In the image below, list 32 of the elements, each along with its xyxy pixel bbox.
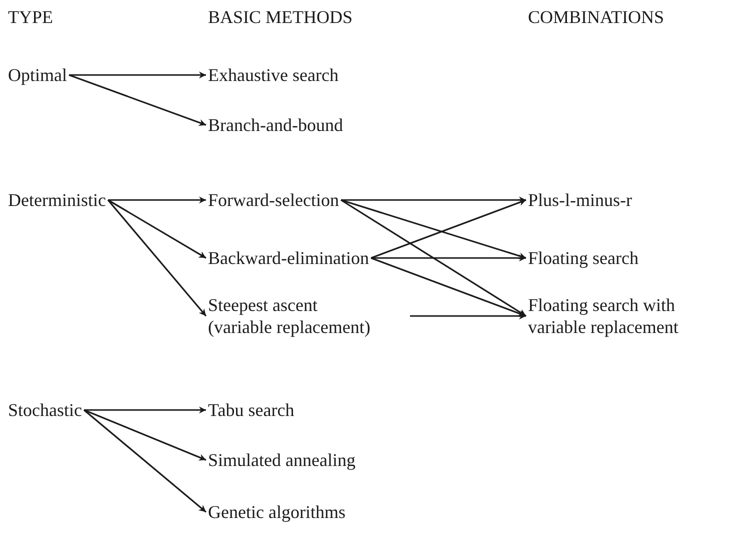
arrow xyxy=(68,74,206,126)
arrow xyxy=(410,312,526,320)
arrow xyxy=(340,199,526,260)
arrow xyxy=(340,199,526,317)
arrow xyxy=(84,406,206,414)
arrow xyxy=(370,199,526,259)
method-label: Tabu search xyxy=(208,399,294,421)
method-label: Genetic algorithms xyxy=(208,501,346,523)
column-heading: BASIC METHODS xyxy=(208,6,353,28)
arrow xyxy=(341,196,526,204)
arrow xyxy=(108,196,206,204)
arrow xyxy=(83,409,207,513)
method-label: Plus-l-minus-r xyxy=(528,189,632,211)
method-label: Simulated annealing xyxy=(208,449,356,471)
method-label: Backward-elimination xyxy=(208,247,369,269)
method-label: Branch-and-bound xyxy=(208,114,343,136)
arrow xyxy=(84,409,206,461)
method-label: Floating search xyxy=(528,247,638,269)
method-label: Exhaustive search xyxy=(208,64,338,86)
column-heading: COMBINATIONS xyxy=(528,6,664,28)
method-label: Floating search with variable replacement xyxy=(528,294,733,338)
column-heading: TYPE xyxy=(8,6,53,28)
arrow xyxy=(107,199,207,317)
method-label: Forward-selection xyxy=(208,189,339,211)
method-label: Optimal xyxy=(8,64,67,86)
arrow xyxy=(371,254,526,262)
method-label: Deterministic xyxy=(8,189,106,211)
arrow xyxy=(370,257,526,317)
arrow xyxy=(69,72,206,78)
method-label: Stochastic xyxy=(8,399,82,421)
method-label: Steepest ascent (variable replacement) xyxy=(208,294,408,338)
arrow xyxy=(108,199,206,259)
